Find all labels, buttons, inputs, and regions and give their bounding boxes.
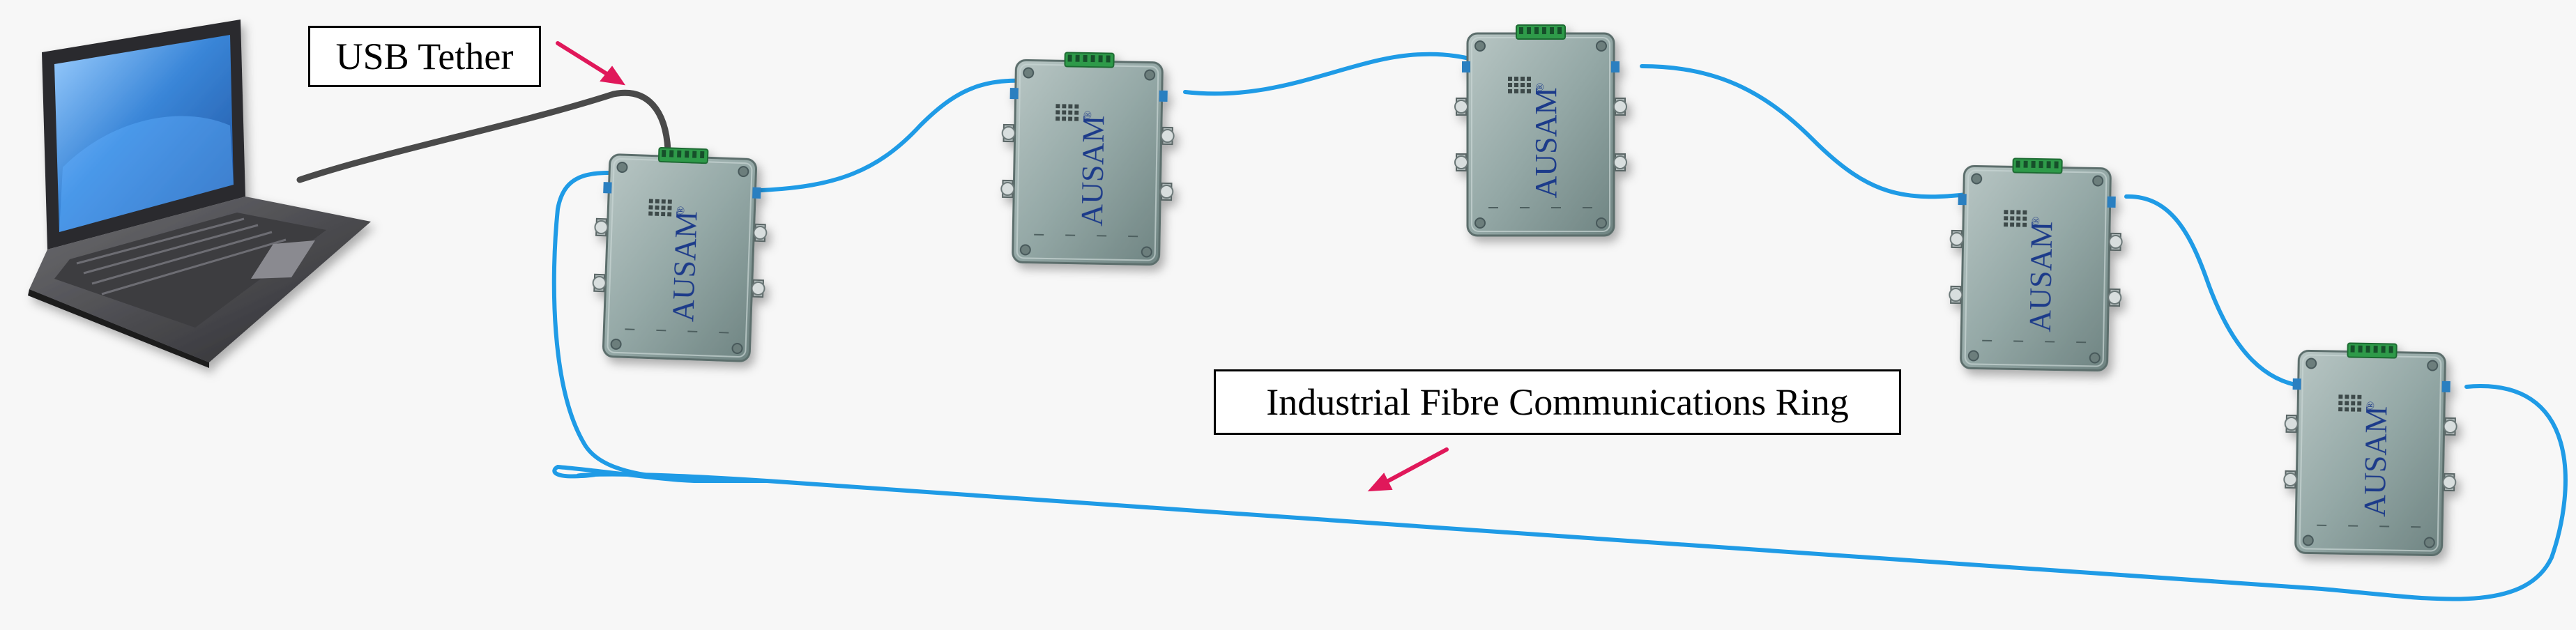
ausam-brand-label: AUSAM <box>666 210 704 323</box>
ausam-brand-mark: ® <box>675 206 687 215</box>
fibre-segment-2-3 <box>1185 54 1495 94</box>
ausam-brand-mark: ® <box>2365 401 2377 410</box>
usb-tether-label: USB Tether <box>308 26 541 87</box>
ausam-brand-mark: ® <box>1534 83 1546 91</box>
ausam-module-icon: AUSAM® <box>2282 342 2457 555</box>
usb-pointer-arrow-icon <box>558 43 624 84</box>
fibre-ring-label-text: Industrial Fibre Communications Ring <box>1266 381 1848 424</box>
ring-pointer-arrow-icon <box>1369 450 1447 491</box>
ausam-module-icon: AUSAM® <box>590 146 769 362</box>
ausam-module-icon: AUSAM® <box>1948 158 2123 371</box>
ausam-brand-mark: ® <box>2030 217 2042 225</box>
fibre-segment-3-4 <box>1642 66 1973 197</box>
fibre-ring-label: Industrial Fibre Communications Ring <box>1214 369 1901 435</box>
ausam-modules: AUSAM®AUSAM®AUSAM®AUSAM®AUSAM® <box>590 25 2458 555</box>
fibre-segment-4-5 <box>2126 197 2322 387</box>
ausam-module-icon: AUSAM® <box>1455 25 1626 236</box>
usb-tether-label-text: USB Tether <box>336 35 514 78</box>
ausam-brand-label: AUSAM <box>2022 221 2059 332</box>
ausam-brand-label: AUSAM <box>2357 406 2393 517</box>
ausam-brand-label: AUSAM <box>1074 115 1111 226</box>
ausam-brand-mark: ® <box>1082 111 1094 119</box>
ausam-brand-label: AUSAM <box>1529 88 1563 199</box>
ausam-module-icon: AUSAM® <box>1000 52 1175 265</box>
